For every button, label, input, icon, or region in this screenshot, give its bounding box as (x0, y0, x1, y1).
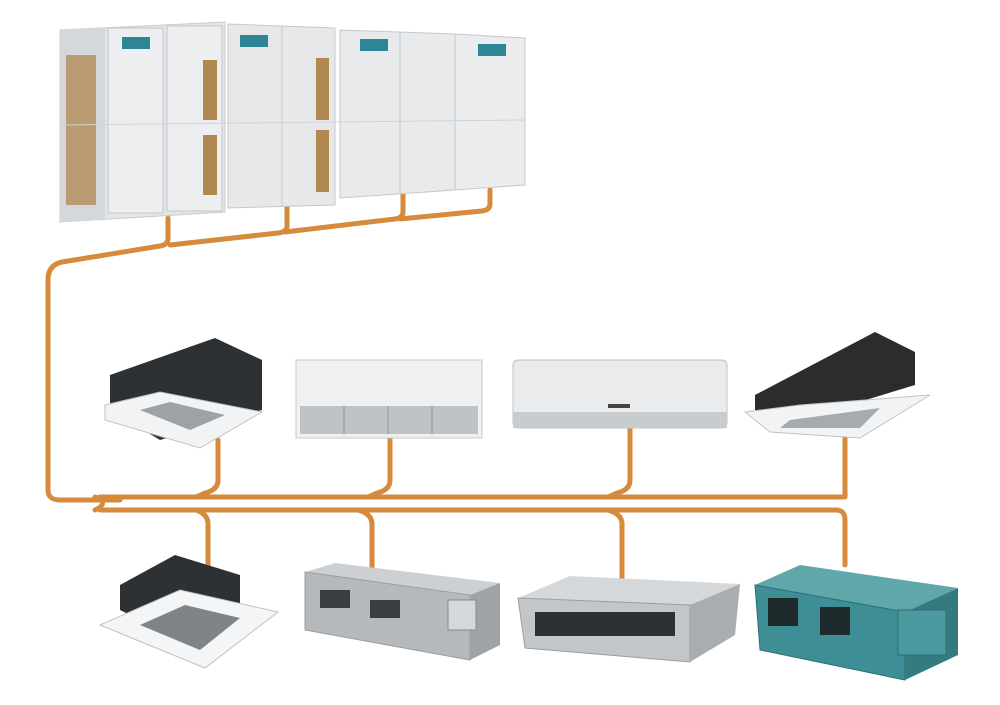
high-static-duct-icon (754, 565, 958, 681)
cassette-unit-icon (104, 338, 264, 449)
pipe-branch-duct (355, 507, 375, 571)
pipe-branch-cassette (193, 437, 221, 500)
cassette-unit-icon (98, 555, 280, 669)
pipe-outdoor-4 (397, 187, 493, 222)
pipe-lower-header (97, 507, 848, 568)
pipe-branch-floor-ceiling (365, 433, 393, 500)
duct-unit-icon (304, 563, 500, 661)
slim-duct-unit-icon (517, 576, 740, 663)
pipe-outdoor-1 (45, 215, 171, 503)
outdoor-unit-icon (59, 21, 526, 223)
one-way-cassette-icon (743, 332, 931, 439)
pipe-branch-wall (605, 425, 633, 500)
pipe-branch-slim-duct (605, 507, 625, 583)
pipe-left-joint (92, 494, 105, 513)
wall-split-unit-icon (512, 359, 728, 429)
pipe-branch-bottom-cassette (193, 507, 211, 568)
floor-ceiling-unit-icon (295, 359, 483, 439)
refrigerant-pipes (45, 187, 848, 583)
pipe-upper-header (97, 427, 848, 500)
